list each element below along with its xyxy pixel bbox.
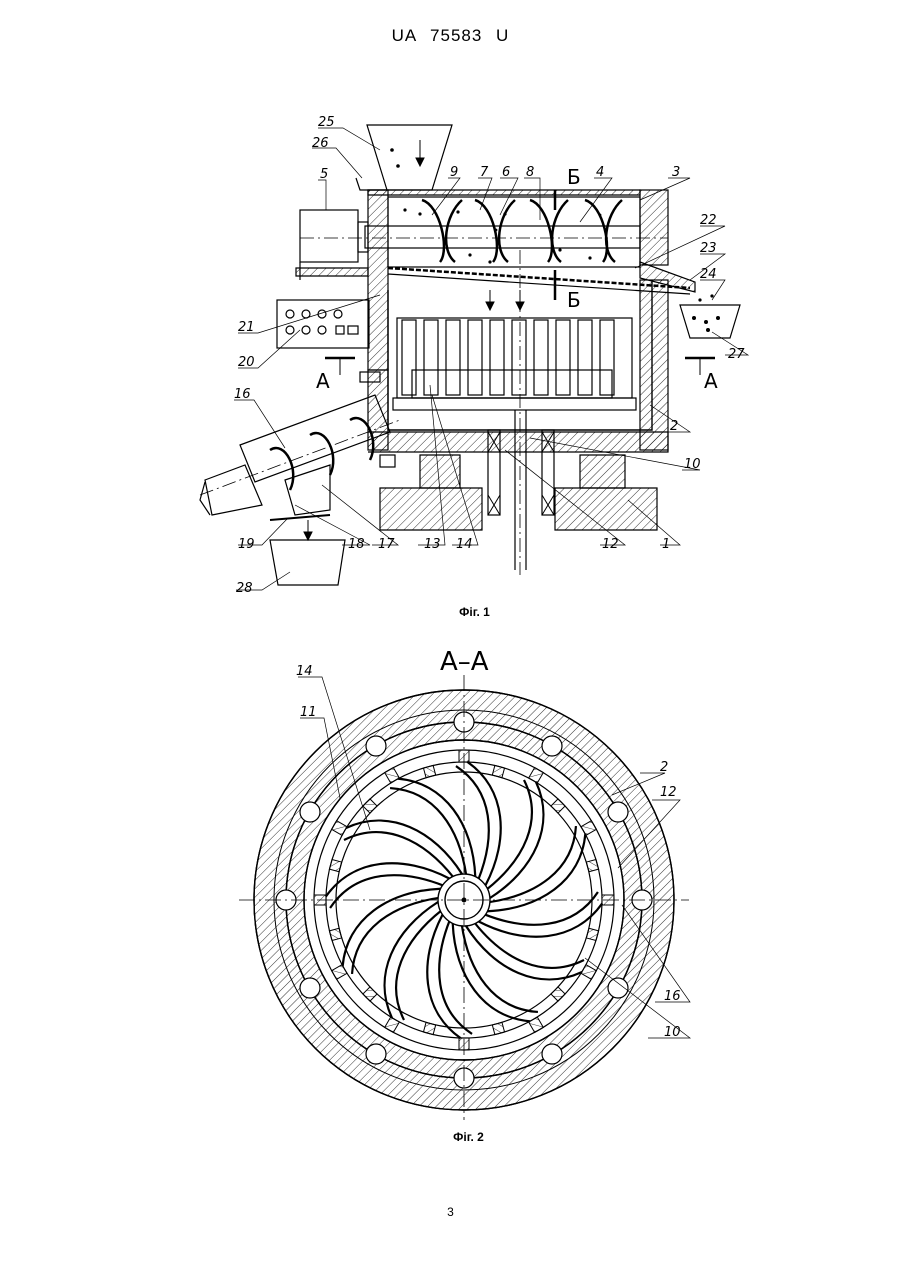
label-28: 28: [236, 581, 253, 596]
label-21: 21: [238, 320, 255, 335]
label-3: 3: [672, 165, 680, 180]
label-9: 9: [450, 165, 458, 180]
section-mark-b-top: Б: [567, 165, 581, 189]
label-7: 7: [480, 165, 489, 180]
label-10: 10: [684, 457, 701, 472]
housing: [368, 190, 640, 195]
label-2: 2: [670, 419, 678, 434]
fig2-label-16: 16: [664, 989, 681, 1004]
hopper: [367, 125, 452, 190]
label-23: 23: [700, 241, 717, 256]
control-panel: [277, 300, 369, 348]
label-25: 25: [318, 115, 335, 130]
fig2-label-10: 10: [664, 1025, 681, 1040]
figure-2-caption: Фіг. 2: [18, 1130, 901, 1144]
label-18: 18: [348, 537, 365, 552]
label-6: 6: [502, 165, 510, 180]
figure-2-drawing: 14 11 2 12 16 10 А–А: [0, 640, 901, 1120]
label-17: 17: [378, 537, 395, 552]
section-mark-a-right: А: [704, 369, 718, 393]
label-22: 22: [700, 213, 717, 228]
label-14: 14: [456, 537, 473, 552]
bin-28: [270, 540, 345, 585]
label-5: 5: [320, 167, 328, 182]
label-24: 24: [700, 267, 717, 282]
figure-1-caption: Фіг. 1: [24, 605, 901, 619]
label-4: 4: [596, 165, 604, 180]
label-27: 27: [728, 347, 745, 362]
label-20: 20: [238, 355, 255, 370]
label-19: 19: [238, 537, 255, 552]
label-8: 8: [526, 165, 534, 180]
label-1: 1: [662, 537, 670, 552]
label-16: 16: [234, 387, 251, 402]
figure-1-drawing: 25 26 5 9 7 6 8 4 3 22 23 24 27 21 20 16…: [0, 0, 901, 600]
fig2-label-14: 14: [296, 664, 313, 679]
label-12: 12: [602, 537, 619, 552]
fig2-label-11: 11: [300, 705, 317, 720]
section-title-a-a: А–А: [440, 647, 489, 677]
page-number: 3: [0, 1205, 901, 1219]
section-mark-a-left: А: [316, 369, 330, 393]
section-mark-b-bottom: Б: [567, 288, 581, 312]
bin-27: [680, 305, 740, 338]
fig2-label-12: 12: [660, 785, 677, 800]
fig2-label-2: 2: [660, 760, 668, 775]
motor: [300, 210, 358, 262]
label-13: 13: [424, 537, 441, 552]
label-26: 26: [312, 136, 329, 151]
